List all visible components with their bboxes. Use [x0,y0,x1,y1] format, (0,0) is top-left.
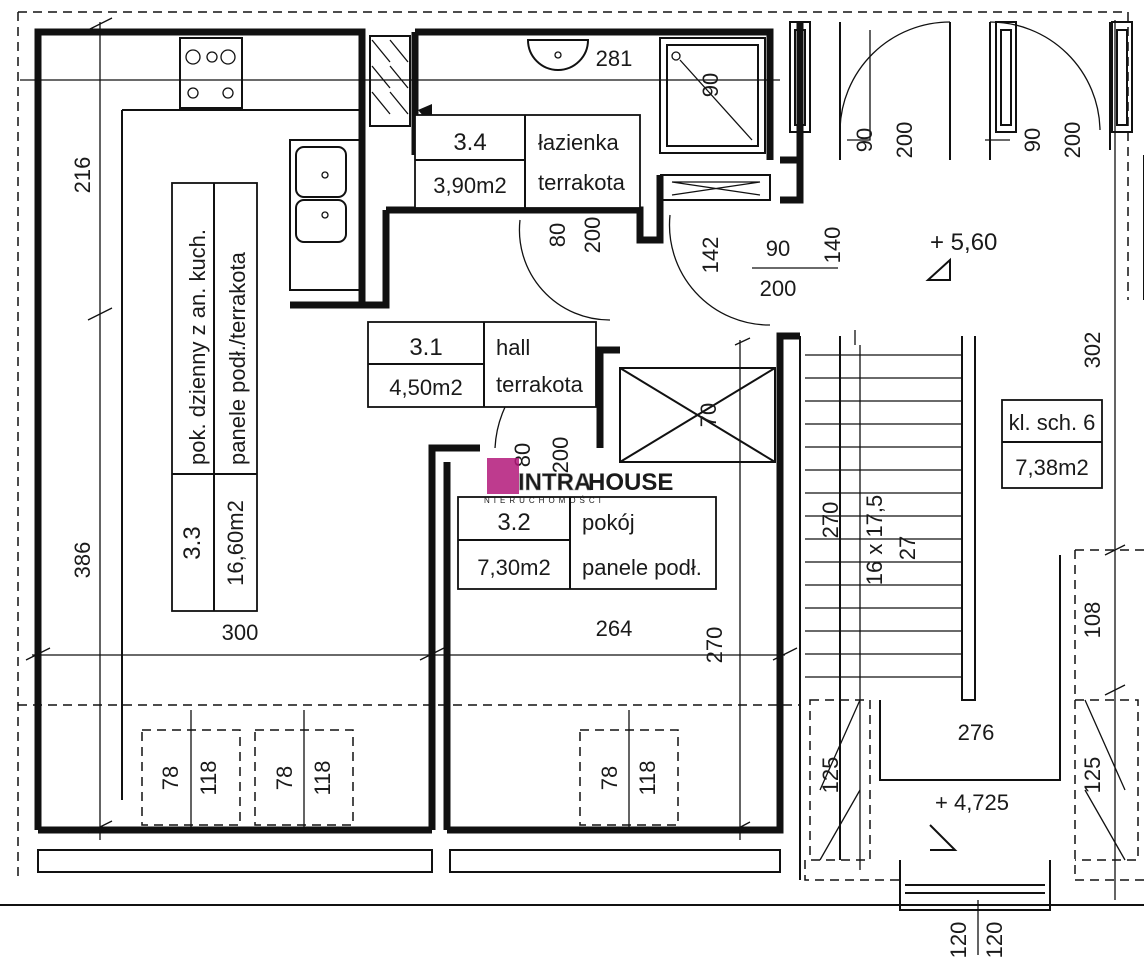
dim-120b: 120 [982,922,1007,959]
dim-142: 142 [698,237,723,274]
dim-shaft-70: 70 [696,403,721,427]
dim-281: 281 [596,46,633,71]
room-name: pokój [582,510,635,535]
dim-door-200c: 200 [1060,122,1085,159]
sill-boxes: 78 118 78 118 78 118 [141,710,679,830]
room-area: 4,50m2 [389,375,462,400]
room-area: 7,38m2 [1015,455,1088,480]
dim-27: 27 [895,536,920,560]
room-id: 3.1 [409,334,442,361]
room-finish: panele podł. [582,555,702,580]
watermark-brand-b: HOUSE [588,469,673,496]
dim-door-200d: 200 [580,217,605,254]
dim-door-200b: 200 [892,122,917,159]
room-3-1-label: 3.1 4,50m2 hall terrakota [367,321,597,408]
dim-276: 276 [958,720,995,745]
dim-door-90c: 90 [1020,128,1045,152]
sill-78: 78 [597,766,622,790]
sill-118: 118 [196,760,221,795]
room-finish: terrakota [538,170,626,195]
dim-386: 386 [70,542,95,579]
dim-door-90b: 90 [852,128,877,152]
inner-lines [0,22,1144,911]
room-finish: terrakota [496,372,584,397]
room-id: 3.4 [453,129,486,156]
dim-door-200: 200 [760,276,797,301]
watermark-sub: NIERUCHOMOŚCI [484,496,605,505]
watermark-logo: INTRA HOUSE NIERUCHOMOŚCI [484,458,673,505]
room-id: 3.2 [497,509,530,536]
dim-270-left: 270 [702,627,727,664]
stair-landing [809,336,1139,861]
room-3-2-label: 3.2 7,30m2 pokój panele podł. [457,496,717,590]
sill-118: 118 [635,760,660,795]
bathroom-fittings [526,37,766,154]
dim-125-right: 125 [1080,757,1105,794]
room-name: hall [496,335,530,360]
dim-door-90: 90 [766,236,790,261]
dim-120a: 120 [946,922,971,959]
room-area: 16,60m2 [223,500,248,586]
sill-78: 78 [158,766,183,790]
staircase [805,354,962,678]
room-finish: panele podł./terrakota [225,251,250,465]
room-name: łazienka [538,130,619,155]
outline-dashed [17,11,1144,881]
dim-125-left: 125 [818,757,843,794]
level-markers [925,257,958,851]
room-3-3-label: 3.3 16,60m2 pok. dzienny z an. kuch. pan… [171,182,258,612]
room-3-4-label: 3.4 3,90m2 łazienka terrakota [414,114,641,209]
sill-78: 78 [272,766,297,790]
dim-270-right: 270 [818,502,843,539]
dim-shower-90: 90 [698,73,723,97]
dim-302: 302 [1080,332,1105,369]
dim-stairs: 16 x 17,5 [862,495,887,586]
dim-108: 108 [1080,602,1105,639]
dim-300: 300 [222,620,259,645]
room-id: 3.3 [179,526,206,559]
dim-264: 264 [596,616,633,641]
room-area: 7,30m2 [477,555,550,580]
windows [671,21,1133,196]
dim-140: 140 [820,227,845,264]
sill-118: 118 [310,760,335,795]
dim-door-200e: 200 [548,437,573,474]
watermark-brand-a: INTRA [518,469,591,496]
dimension-texts: 281 216 386 300 264 270 270 302 108 276 … [70,46,1105,958]
dim-216: 216 [70,157,95,194]
stairwell-label: kl. sch. 6 7,38m2 [1001,399,1103,489]
room-name: pok. dzienny z an. kuch. [185,229,210,465]
level-upper: + 5,60 [930,229,997,256]
dim-door-80a: 80 [545,223,570,247]
level-lower: + 4,725 [935,790,1009,815]
room-name: kl. sch. 6 [1009,410,1096,435]
room-area: 3,90m2 [433,173,506,198]
